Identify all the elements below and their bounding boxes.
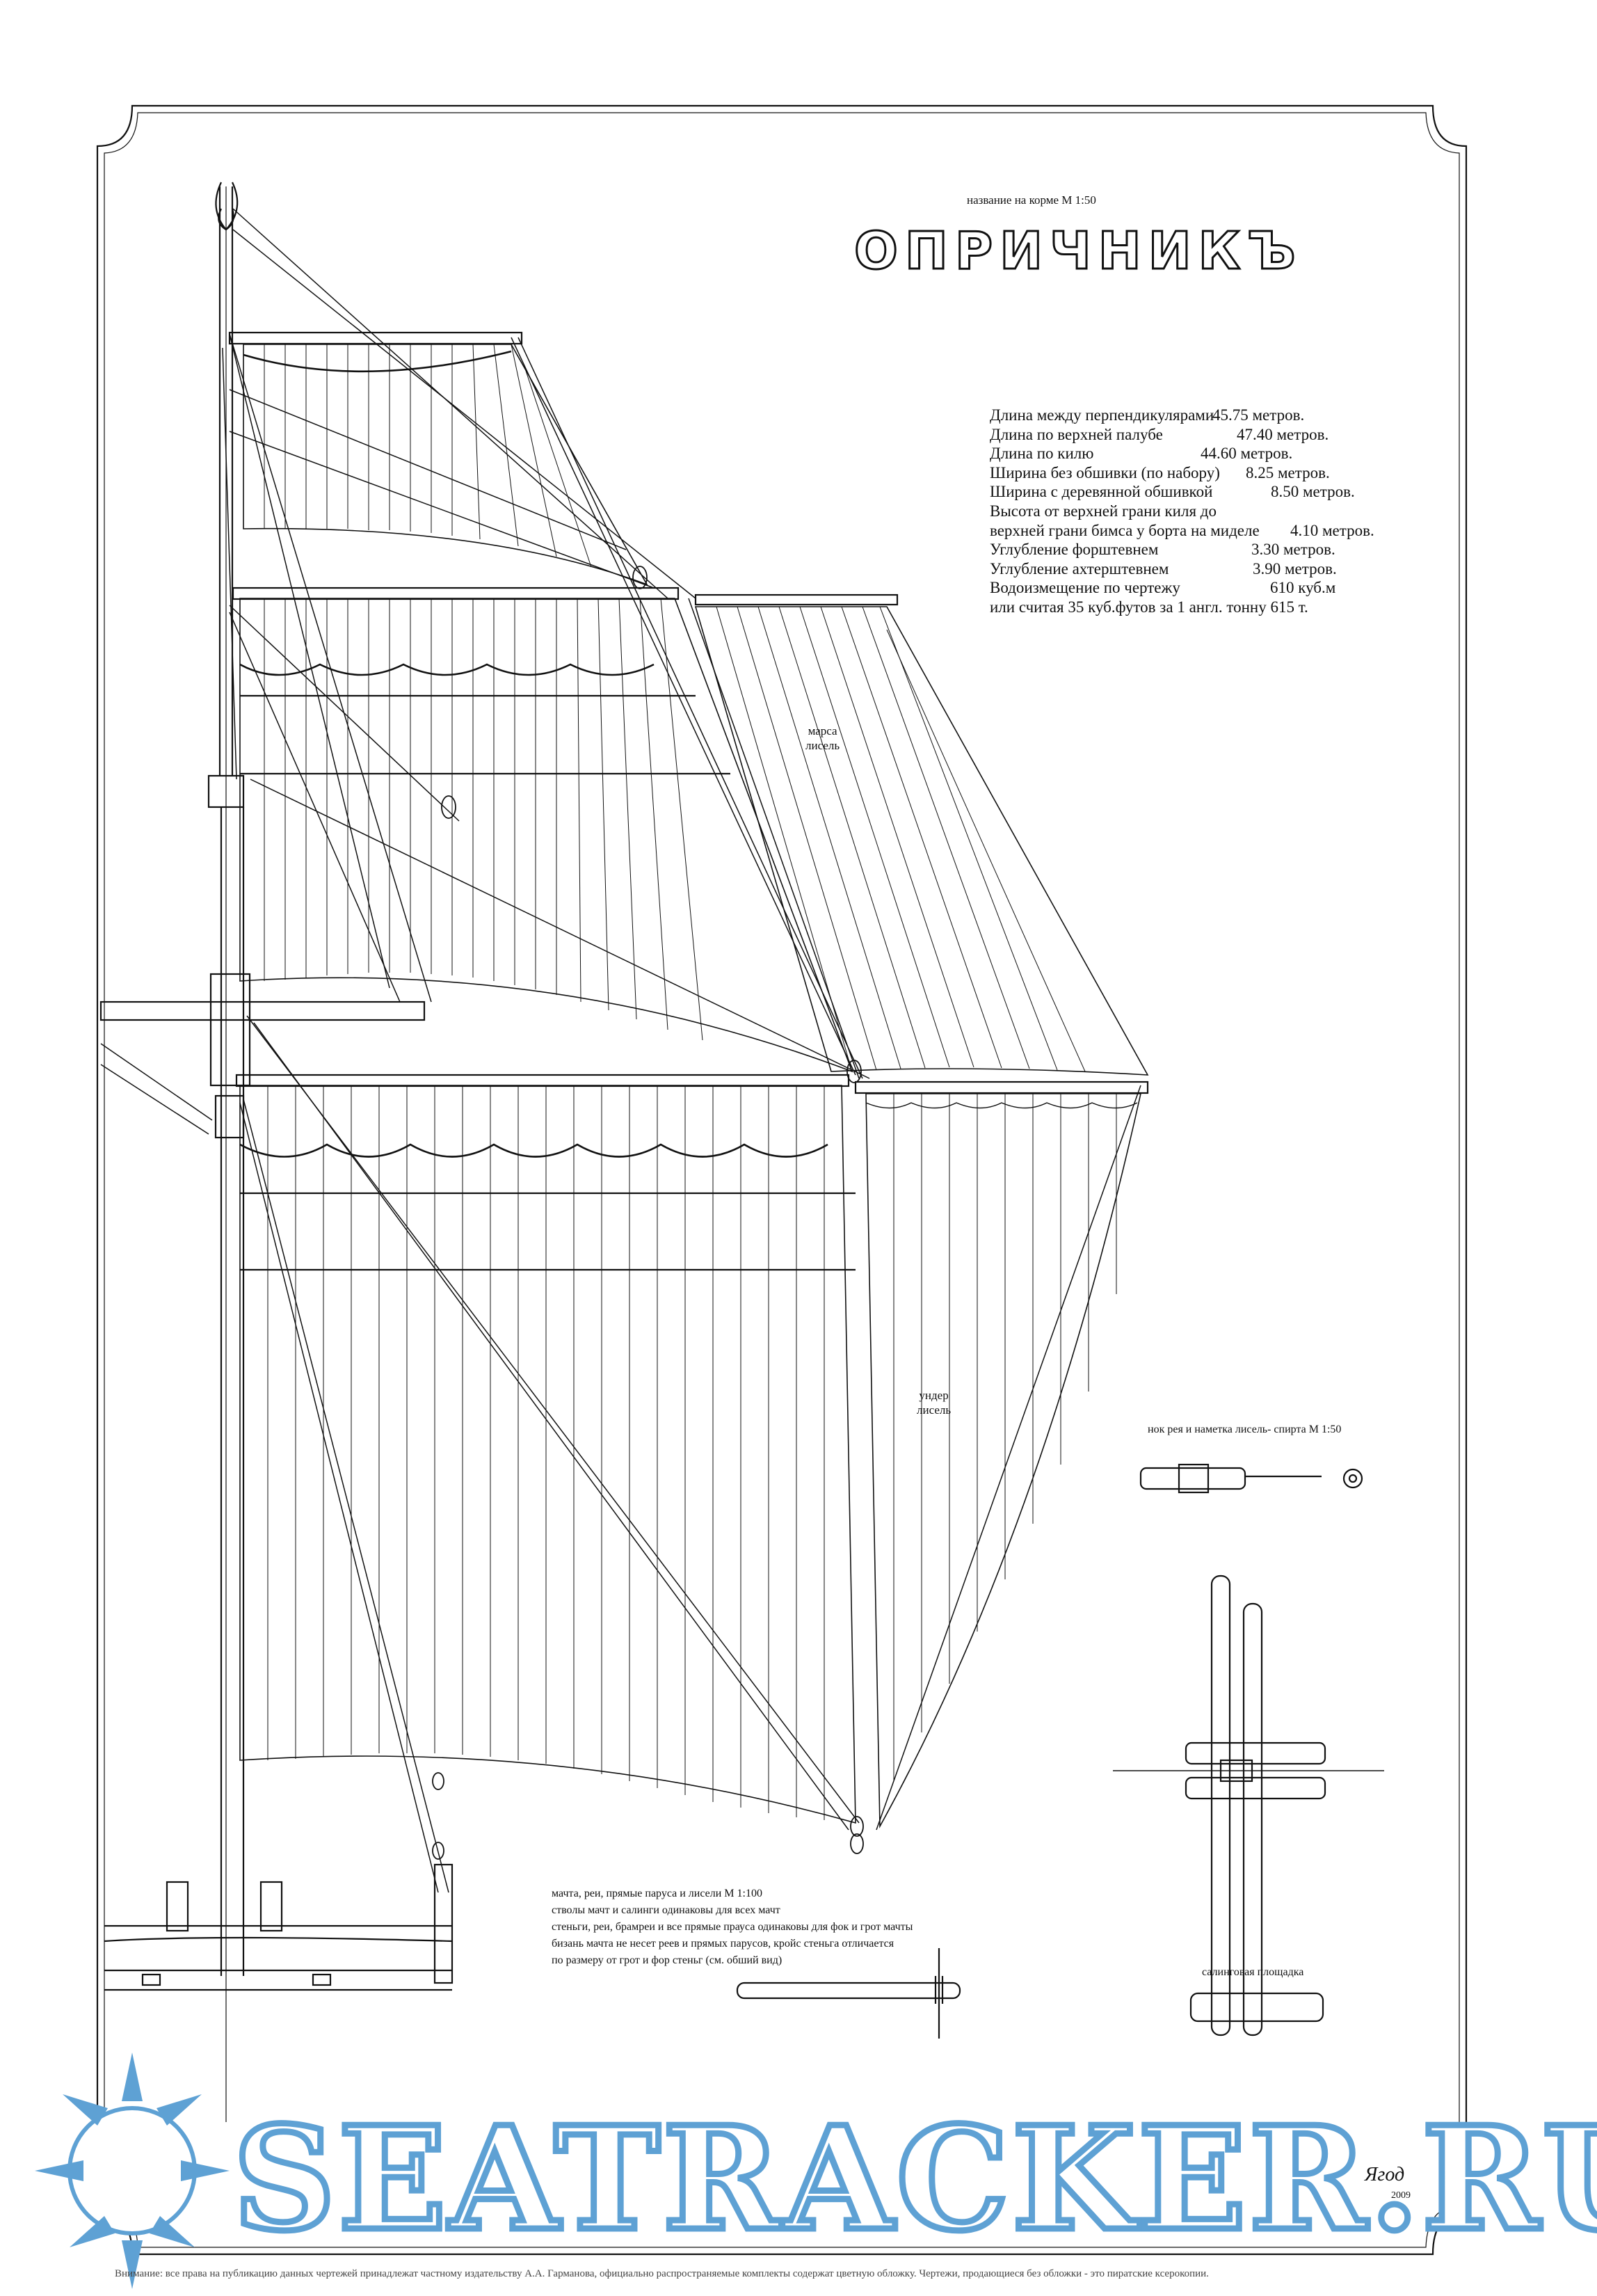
- spec-row: Водоизмещение по чертежу 610 куб.м: [990, 578, 1374, 598]
- lower-studding-boom: [854, 1081, 1149, 1094]
- spec-row: Углубление ахтерштевнем 3.90 метров.: [990, 559, 1374, 579]
- note-line: стволы мачт и салинги одинаковы для всех…: [552, 1904, 780, 1916]
- sheet-frame-inner: [104, 112, 1460, 2248]
- topgallant-yard: [232, 587, 680, 600]
- yardarm-detail: [1139, 1463, 1363, 1494]
- sail-label-line: лисель: [917, 1403, 952, 1417]
- spec-value: 8.50 метров.: [1271, 483, 1355, 501]
- spec-row: Длина по верхней палубе 47.40 метров.: [990, 425, 1374, 445]
- spec-row: Высота от верхней грани киля до: [990, 502, 1374, 521]
- topsail-studding-boom: [694, 593, 899, 606]
- spec-label: верхней грани бимса у борта на миделе: [990, 521, 1260, 539]
- spec-value: 8.25 метров.: [1246, 463, 1330, 481]
- lower-studding-sail: [865, 1093, 1141, 1828]
- crosstrees-caption: салинговая площадка: [1202, 1966, 1304, 1978]
- spec-row: Длина между перпендикулярами 45.75 метро…: [990, 406, 1374, 425]
- note-line: бизань мачта не несет реев и прямых пару…: [552, 1938, 894, 1950]
- lower-studding-label: ундер лисель: [917, 1388, 951, 1417]
- spec-row: Ширина без обшивки (по набору) 8.25 метр…: [990, 463, 1374, 483]
- spec-value: 45.75 метров.: [1212, 406, 1305, 424]
- spec-label: Водоизмещение по чертежу: [990, 579, 1180, 597]
- signature-year: 2009: [1391, 2190, 1411, 2201]
- spec-row: Длина по килю 44.60 метров.: [990, 444, 1374, 463]
- spec-value: 47.40 метров.: [1237, 425, 1329, 443]
- boom-detail: [736, 1948, 961, 2039]
- signature: Ягод: [1365, 2164, 1405, 2185]
- spec-label: Высота от верхней грани киля до: [990, 502, 1217, 520]
- specs-table: Длина между перпендикулярами 45.75 метро…: [990, 406, 1374, 617]
- topgallant-sail: [239, 598, 853, 1073]
- spec-value: 3.30 метров.: [1251, 541, 1335, 559]
- spec-row: верхней грани бимса у борта на миделе 4.…: [990, 521, 1374, 541]
- hull-section: [104, 1863, 454, 1991]
- sail-label-line: марса: [808, 724, 837, 738]
- spec-label: Длина по верхней палубе: [990, 425, 1163, 443]
- spec-label: Ширина без обшивки (по набору): [990, 463, 1220, 481]
- note-line: мачта, реи, прямые паруса и лисели М 1:1…: [552, 1888, 762, 1899]
- royal-yard: [228, 331, 523, 345]
- crosstrees-detail: [1113, 1574, 1384, 2036]
- scale-notes: мачта, реи, прямые паруса и лисели М 1:1…: [552, 1886, 913, 1969]
- topsail-sail: [239, 1085, 856, 1824]
- rigging: [100, 208, 1141, 1893]
- spec-value: 610 куб.м: [1270, 579, 1336, 597]
- spec-label: Длина между перпендикулярами: [990, 406, 1214, 424]
- yardarm-caption: нок рея и наметка лисель- спирта М 1:50: [1148, 1424, 1342, 1435]
- spec-row: Ширина с деревянной обшивкой 8.50 метров…: [990, 482, 1374, 502]
- note-line: по размеру от грот и фор стеньг (см. обш…: [552, 1954, 783, 1966]
- copyright-notice: Внимание: все права на публикацию данных…: [115, 2268, 1209, 2279]
- sail-label-line: лисель: [805, 739, 840, 752]
- stern-caption: название на корме М 1:50: [967, 193, 1096, 207]
- spec-label: Ширина с деревянной обшивкой: [990, 483, 1213, 501]
- ship-name: ОПРИЧНИКЪ: [853, 221, 1303, 282]
- royal-sail: [243, 344, 648, 586]
- topsail-studding-sail: [694, 606, 1149, 1076]
- note-line: стеньги, реи, брамреи и все прямые праус…: [552, 1921, 913, 1933]
- topsail-yard: [235, 1074, 850, 1087]
- spec-value: 3.90 метров.: [1253, 559, 1337, 577]
- spec-label: Длина по килю: [990, 445, 1094, 463]
- spec-row: Углубление форштевнем 3.30 метров.: [990, 540, 1374, 559]
- sheet-frame: [96, 104, 1468, 2256]
- spec-row: или считая 35 куб.футов за 1 англ. тонну…: [990, 598, 1374, 617]
- spec-label: или считая 35 куб.футов за 1 англ. тонну…: [990, 598, 1308, 616]
- spec-label: Углубление ахтерштевнем: [990, 559, 1169, 577]
- sun-logo: [35, 2052, 230, 2289]
- blocks: [432, 566, 864, 1860]
- lower-top-yard: [99, 1000, 426, 1021]
- sail-label-line: ундер: [919, 1389, 949, 1402]
- spec-value: 44.60 метров.: [1201, 445, 1293, 463]
- watermark: SEATRACKER.RU: [230, 2096, 1597, 2263]
- topsail-studding-label: марса лисель: [805, 724, 840, 753]
- spec-value: 4.10 метров.: [1290, 521, 1374, 539]
- spec-label: Углубление форштевнем: [990, 541, 1159, 559]
